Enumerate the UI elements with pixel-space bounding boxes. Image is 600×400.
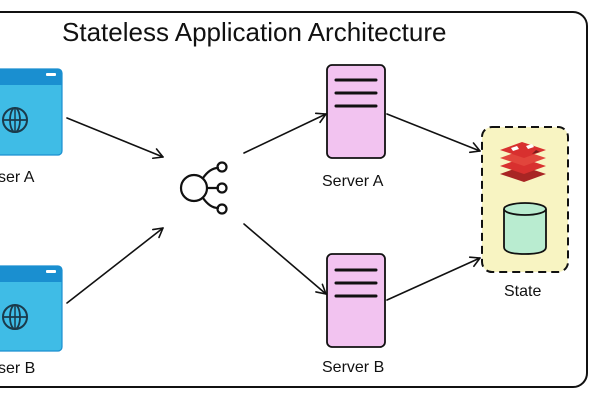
arrow-load-balancer-to-server-b [243, 223, 327, 295]
server-b-label: Server B [322, 359, 384, 376]
state-label: State [504, 283, 541, 300]
arrow-load-balancer-to-server-a [243, 112, 327, 154]
browser-window-icon [0, 68, 63, 156]
arrow-user-a-to-load-balancer [66, 117, 164, 160]
user-a-label: ser A [0, 169, 35, 186]
arrow-user-b-to-load-balancer [66, 227, 164, 304]
server-a-node: Server A [322, 64, 386, 190]
server-icon [326, 253, 386, 348]
user-a-node: ser A [0, 68, 63, 186]
redis-logo-icon [500, 142, 546, 182]
load-balancer-icon [179, 161, 228, 215]
connection-arrows [66, 112, 481, 304]
diagram-title: Stateless Application Architecture [62, 17, 446, 47]
server-a-label: Server A [322, 173, 384, 190]
user-b-node: ser B [0, 265, 63, 377]
state-node: State [481, 126, 569, 300]
arrow-server-b-to-state [386, 256, 481, 301]
user-b-label: ser B [0, 360, 35, 377]
server-icon [326, 64, 386, 159]
database-cylinder-icon [503, 202, 547, 255]
browser-window-icon [0, 265, 63, 352]
diagram-frame [0, 11, 588, 388]
server-b-node: Server B [322, 253, 386, 376]
arrow-server-a-to-state [386, 113, 481, 154]
